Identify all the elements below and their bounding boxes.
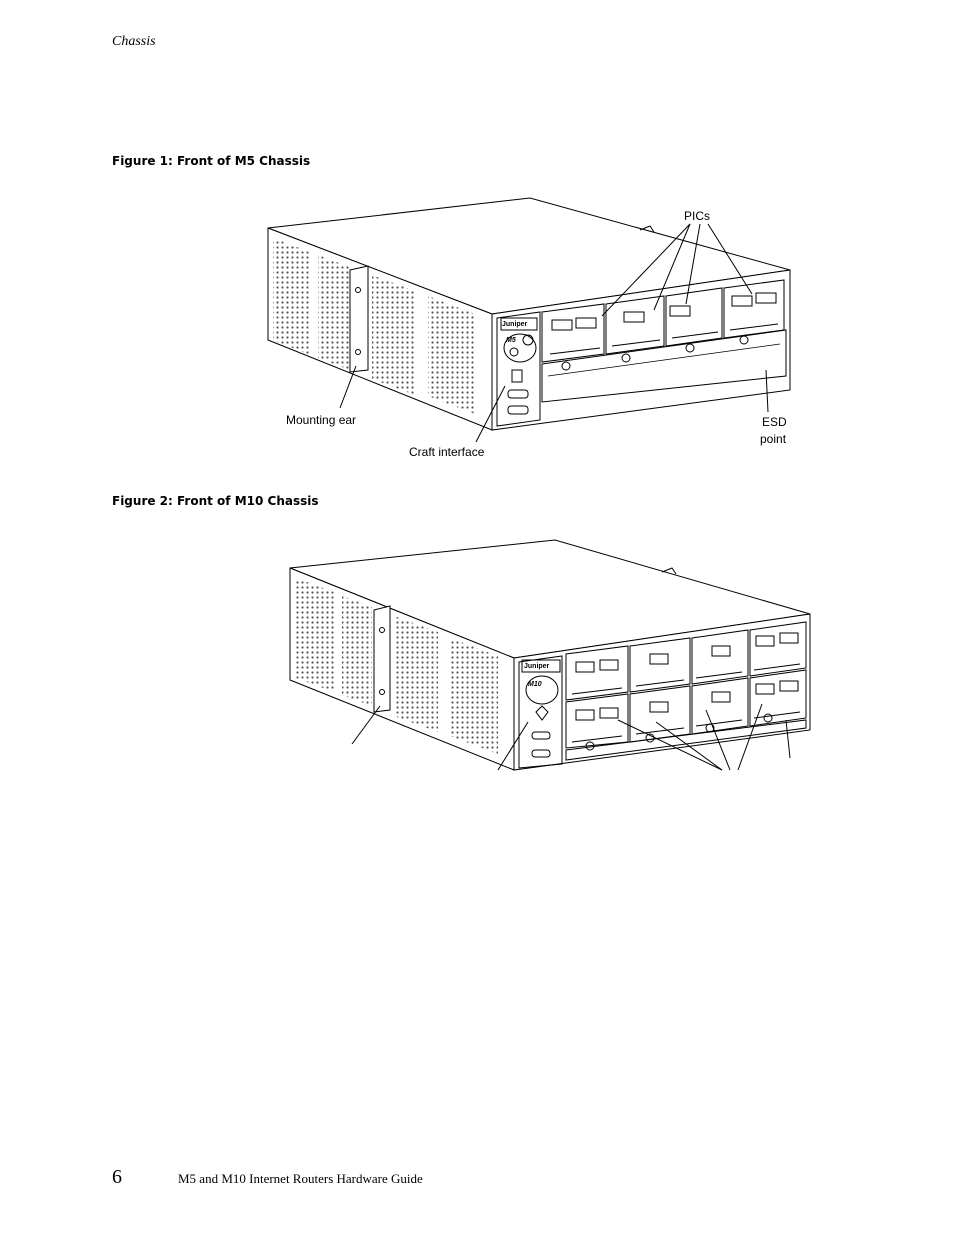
mounting-ear-callout: Mounting ear	[286, 413, 356, 427]
pics-callout: PICs	[684, 209, 710, 223]
figure-1-caption: Figure 1: Front of M5 Chassis	[112, 154, 311, 168]
m5-chassis-illustration: Juniper M5 PICs Mounting ear ESD point C…	[267, 197, 791, 459]
m10-chassis-illustration: Juniper M10	[289, 539, 811, 771]
esd-callout-line2: point	[760, 432, 787, 446]
craft-interface-callout: Craft interface	[409, 445, 485, 459]
esd-callout-line1: ESD	[762, 415, 787, 429]
page-number: 6	[112, 1166, 122, 1188]
figure-2-caption: Figure 2: Front of M10 Chassis	[112, 494, 319, 508]
running-head: Chassis	[112, 34, 156, 49]
m10-model-badge: M10	[528, 681, 542, 688]
juniper-logo-text: Juniper	[502, 321, 528, 328]
book-title: M5 and M10 Internet Routers Hardware Gui…	[178, 1171, 423, 1186]
juniper-logo-text: Juniper	[524, 663, 550, 670]
m5-model-badge: M5	[506, 337, 516, 344]
